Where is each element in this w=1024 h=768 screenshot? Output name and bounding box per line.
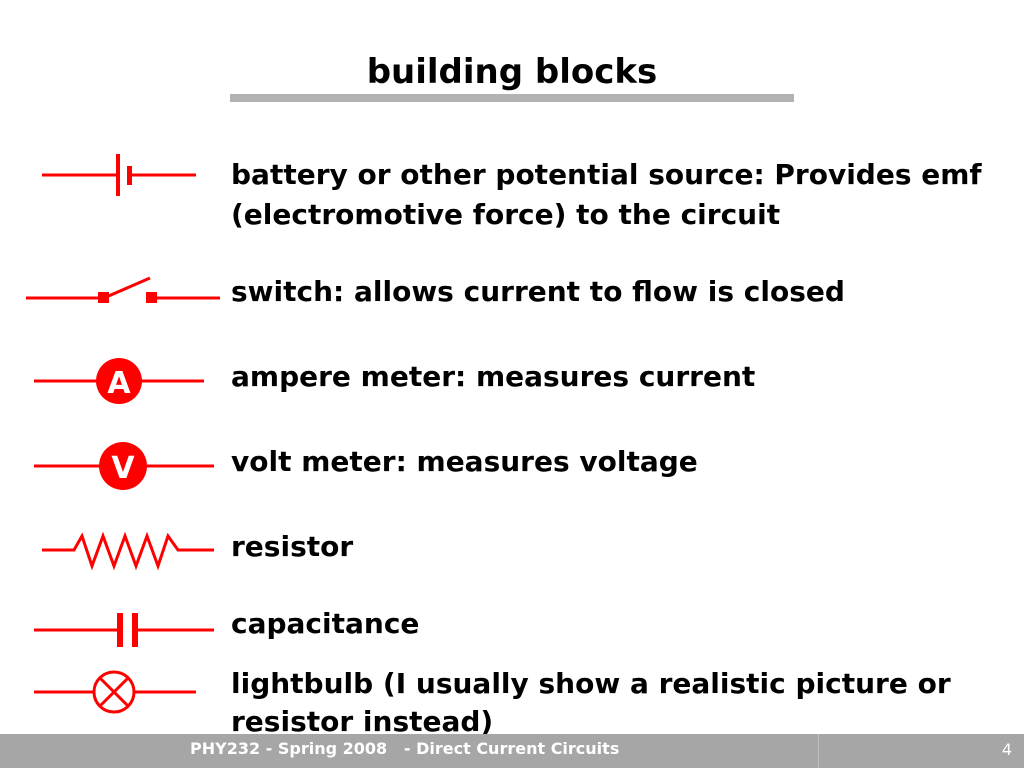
battery-description: battery or other potential source: Provi… bbox=[231, 158, 982, 231]
circuit-symbols: A V bbox=[26, 154, 220, 714]
resistor-icon bbox=[42, 531, 214, 571]
voltmeter-description: volt meter: measures voltage bbox=[231, 445, 698, 478]
battery-icon bbox=[42, 154, 196, 196]
capacitor-description: capacitance bbox=[231, 607, 420, 640]
switch-description: switch: allows current to flow is closed bbox=[231, 275, 845, 308]
ammeter-letter: A bbox=[107, 366, 131, 401]
ammeter-icon: A bbox=[34, 358, 204, 404]
voltmeter-letter: V bbox=[111, 451, 135, 486]
footer-text: PHY232 - Spring 2008 - Direct Current Ci… bbox=[190, 739, 620, 758]
title-underline bbox=[230, 94, 794, 102]
lightbulb-description: lightbulb (I usually show a realistic pi… bbox=[231, 667, 951, 738]
footer-bar: PHY232 - Spring 2008 - Direct Current Ci… bbox=[0, 734, 1024, 768]
ammeter-description: ampere meter: measures current bbox=[231, 360, 756, 393]
switch-icon bbox=[26, 276, 220, 303]
lightbulb-icon bbox=[34, 670, 196, 714]
page-title: building blocks bbox=[366, 52, 658, 92]
capacitor-icon bbox=[34, 613, 214, 647]
resistor-description: resistor bbox=[231, 530, 354, 563]
page-number: 4 bbox=[1001, 740, 1012, 759]
footer-divider bbox=[818, 734, 819, 768]
voltmeter-icon: V bbox=[34, 442, 214, 490]
